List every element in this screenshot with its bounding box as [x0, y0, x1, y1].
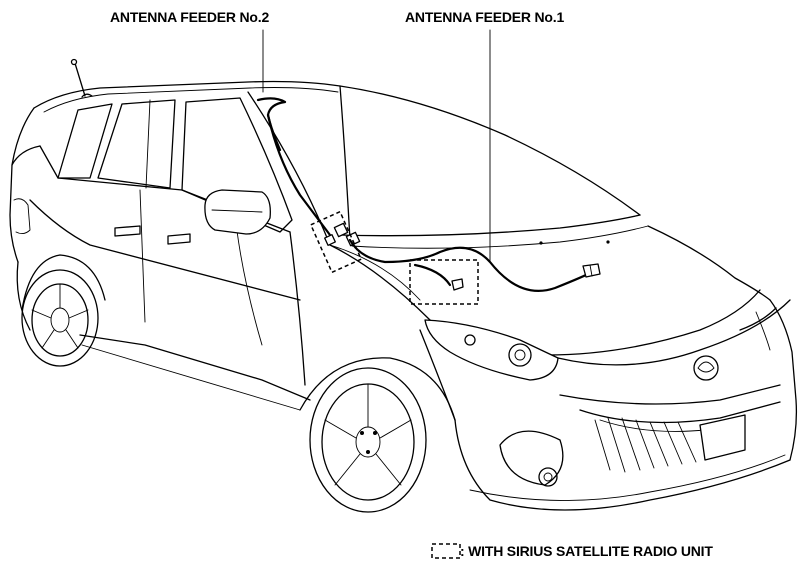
- label-antenna-feeder-1: ANTENNA FEEDER No.1: [405, 9, 564, 25]
- rear-wheel: [21, 254, 106, 367]
- legend: : WITH SIRIUS SATELLITE RADIO UNIT: [431, 543, 714, 559]
- feeder-1-cable: [348, 238, 594, 292]
- antenna-feeder-wiring: [256, 97, 601, 292]
- front-wheel: [299, 357, 456, 513]
- legend-dashed-box-symbol: [431, 543, 461, 559]
- sirius-box-pillar: [309, 210, 363, 274]
- roof-antenna: [70, 58, 93, 98]
- vehicle-body: [9, 80, 798, 511]
- label-antenna-feeder-2: ANTENNA FEEDER No.2: [110, 9, 269, 25]
- legend-text: : WITH SIRIUS SATELLITE RADIO UNIT: [460, 543, 713, 559]
